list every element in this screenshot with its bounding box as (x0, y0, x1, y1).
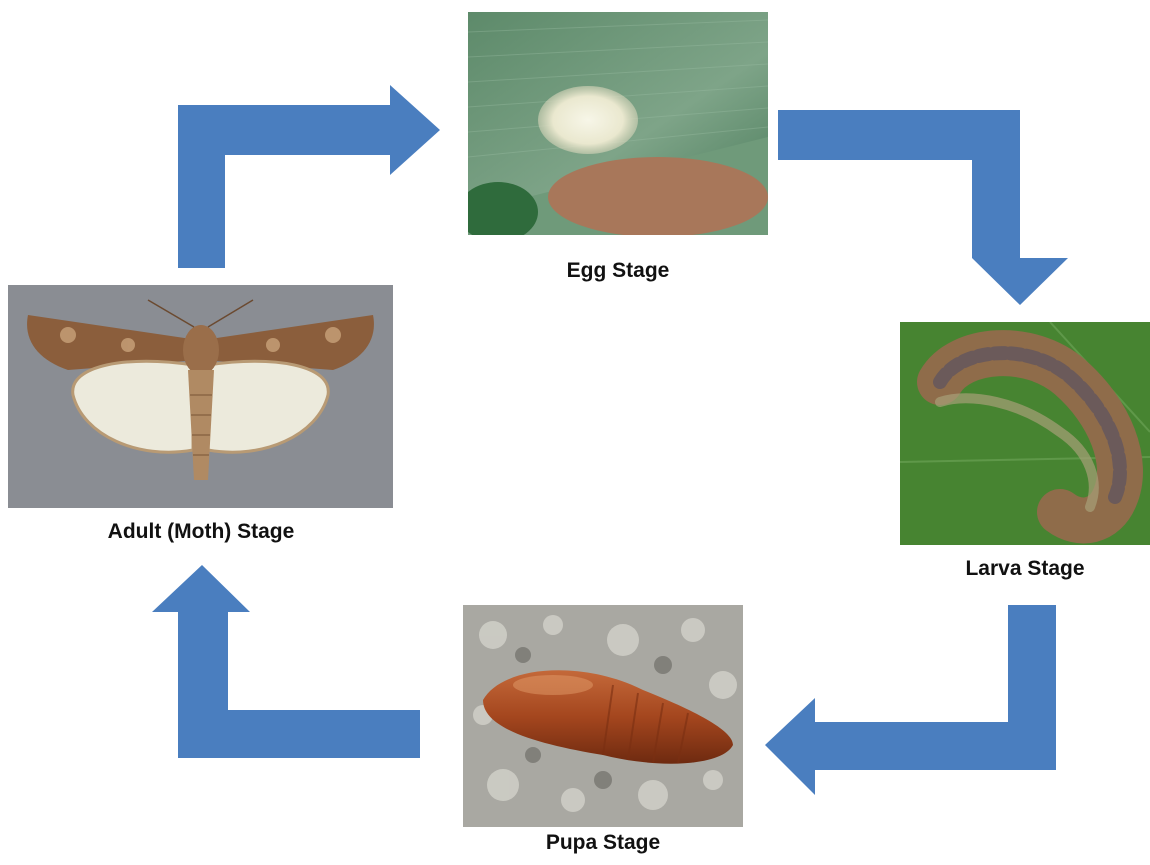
pupa-stage-caption: Pupa Stage (546, 831, 660, 855)
arrow-adult-to-egg (178, 85, 440, 268)
stage-egg: Egg Stage (468, 12, 768, 235)
stage-pupa: Pupa Stage (463, 605, 743, 827)
arrow-larva-to-pupa (765, 605, 1056, 795)
egg-stage-caption: Egg Stage (567, 259, 670, 283)
pupa-photo (463, 605, 743, 827)
arrow-egg-to-larva (778, 110, 1068, 305)
egg-photo (468, 12, 768, 235)
stage-larva: Larva Stage (900, 322, 1150, 545)
adult-moth-photo (8, 285, 393, 508)
adult-stage-caption: Adult (Moth) Stage (108, 520, 295, 544)
larva-photo (900, 322, 1150, 545)
stage-adult: Adult (Moth) Stage (8, 285, 393, 508)
arrow-pupa-to-adult (152, 565, 420, 758)
larva-stage-caption: Larva Stage (965, 557, 1084, 581)
